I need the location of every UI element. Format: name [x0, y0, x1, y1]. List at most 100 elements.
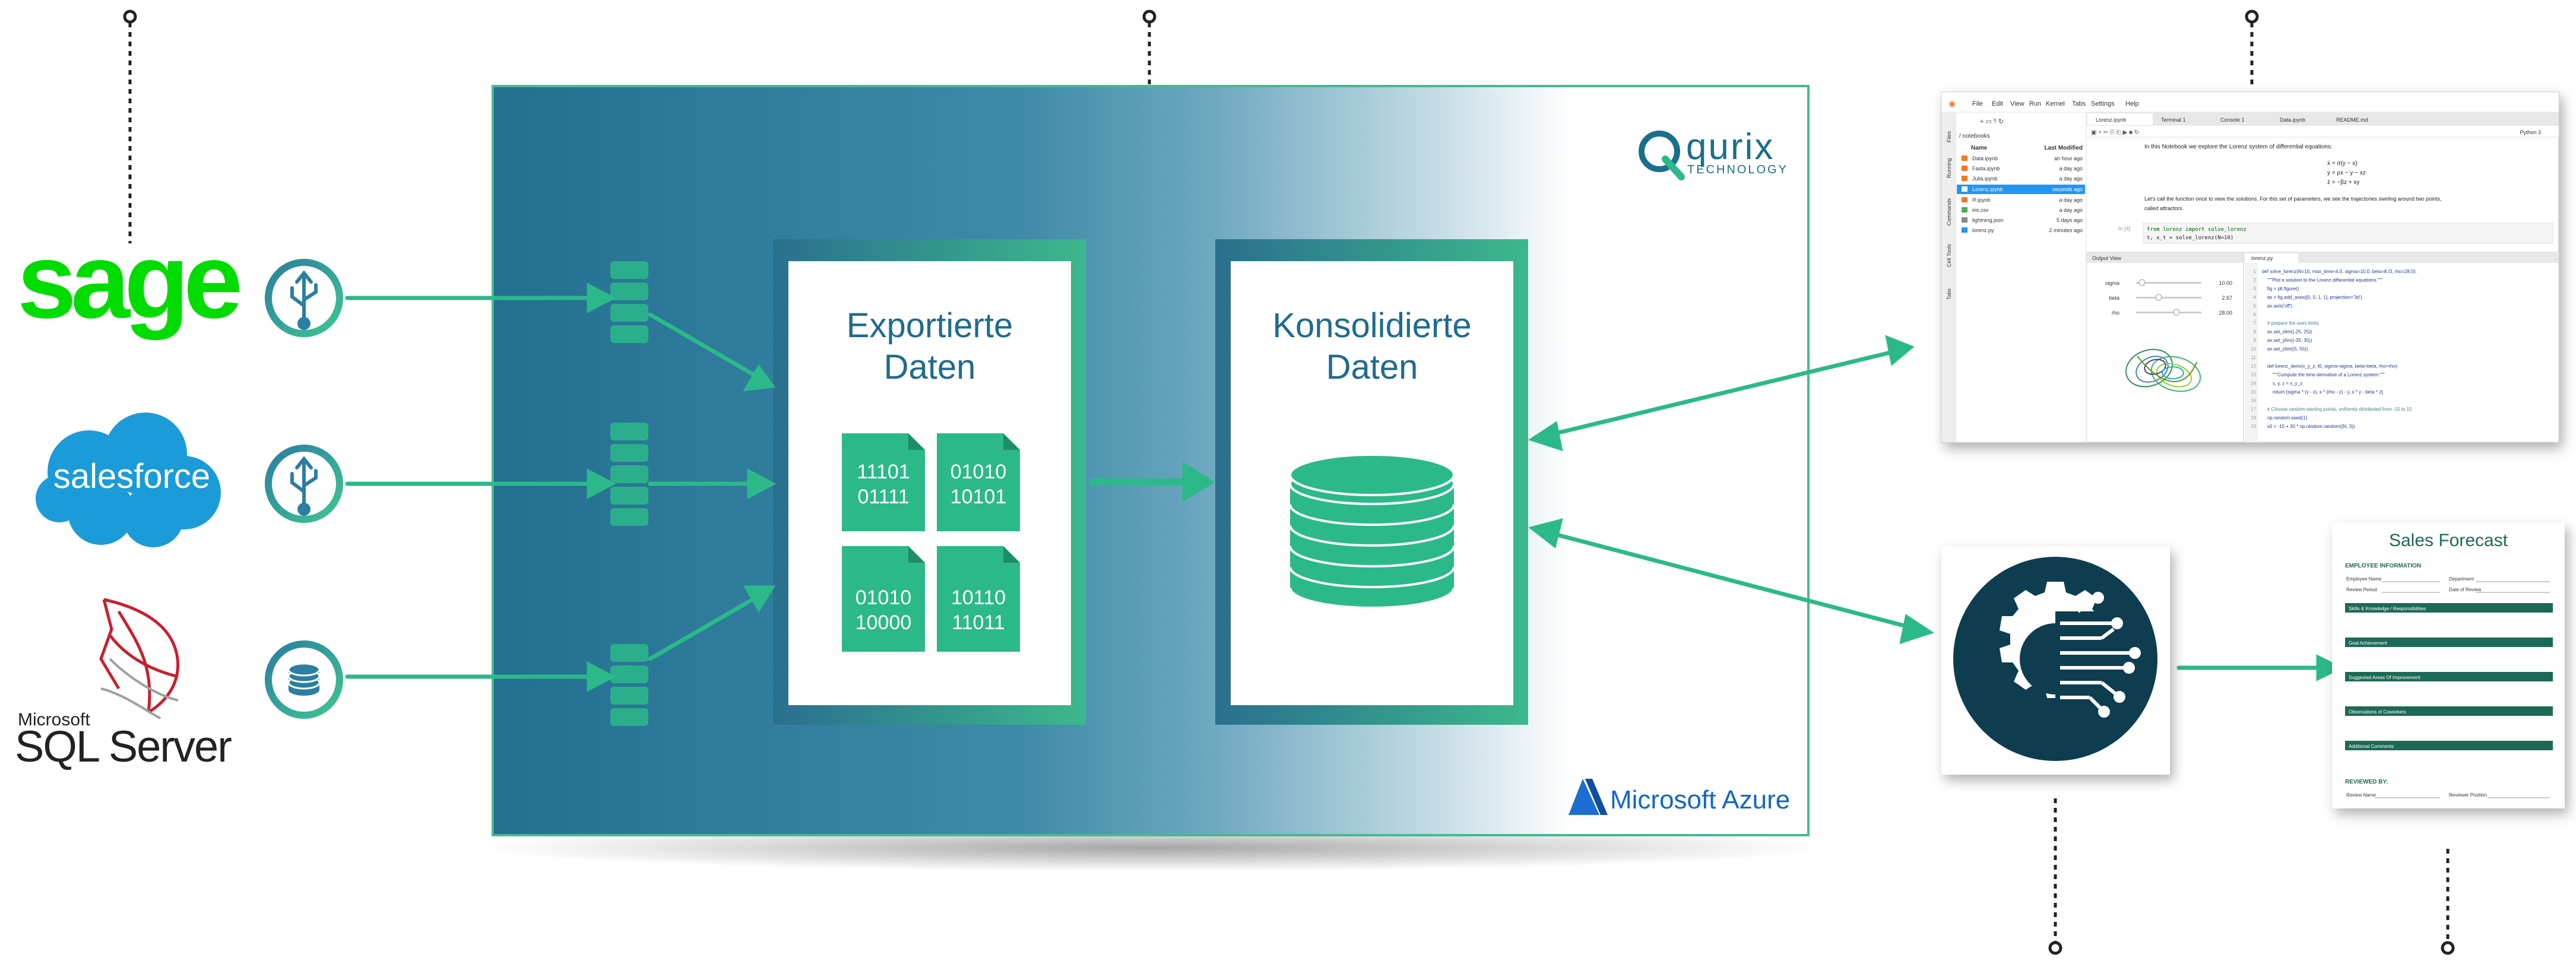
fb-file-4-time: seconds ago	[2052, 186, 2083, 192]
slider-sigma-value: 10.00	[2219, 280, 2232, 286]
code-line-number: 11	[2251, 355, 2257, 360]
code-line: return [sigma * (y - x), x * (rho - z) -…	[2262, 389, 2382, 395]
fb-file-1: Data.ipynb	[1972, 156, 1998, 161]
code-line: np.random.seed(1)	[2262, 416, 2308, 421]
forecast-reviewed: REVIEWED BY:	[2345, 779, 2388, 785]
pin-azure	[1142, 9, 1156, 24]
usb-icon	[290, 270, 318, 330]
code-line: ax.set_xlim((-25, 25))	[2262, 329, 2312, 335]
side-tab-files: Files	[1946, 131, 1952, 142]
binary-doc-2: 01010 10101	[937, 433, 1020, 531]
lorenz-attractor-plot	[2125, 348, 2201, 392]
forecast-rev-label-1: Review Name	[2346, 792, 2376, 798]
slider-beta-value: 2.67	[2222, 295, 2232, 301]
fb-toolbar-icons: + ▭ ⤒ ↻	[1980, 118, 2004, 125]
nb-eq2: ẏ = ρx − y − xz	[2327, 170, 2366, 176]
binary-doc-1-line1: 11101	[857, 461, 910, 483]
forecast-bar-4: Observations of Coworkers	[2349, 709, 2406, 715]
consolidated-title-line1: Konsolidierte	[1272, 306, 1471, 345]
nb-cell-prompt: In [4]:	[2118, 226, 2132, 231]
pin-jupyter	[2245, 9, 2259, 24]
pin-sources	[123, 9, 137, 24]
binary-doc-1: 11101 01111	[842, 433, 925, 531]
code-line-number: 4	[2254, 295, 2257, 300]
side-tab-cell-tools: Cell Tools	[1946, 244, 1952, 267]
annotation-pins	[123, 9, 2455, 955]
fb-file-1-time: an hour ago	[2054, 156, 2083, 161]
code-line-number: 6	[2254, 312, 2257, 318]
fb-file-7-time: 5 days ago	[2057, 217, 2083, 223]
nb-cell-code1: from lorenz import solve_lorenz	[2147, 227, 2247, 233]
binary-doc-4-line2: 11011	[952, 611, 1005, 634]
salesforce-cloud-icon	[36, 413, 221, 547]
sales-forecast-document: Sales Forecast EMPLOYEE INFORMATION Empl…	[2332, 522, 2565, 808]
database-small-icon	[287, 662, 321, 696]
slider-rho-label: rho	[2112, 310, 2119, 316]
stack-icon-3	[610, 644, 648, 726]
code-line-number: 8	[2254, 329, 2257, 335]
notebook-tabs: Lorenz.ipynb Terminal 1 Console 1 Data.i…	[2087, 113, 2368, 125]
sqlserver-name: SQL Server	[15, 722, 232, 771]
pin-gear	[2048, 941, 2062, 955]
code-line-number: 3	[2254, 286, 2257, 291]
jupyter-menu: File Edit View Run Kernel Tabs Settings …	[1972, 100, 2139, 107]
forecast-rev-label-2: Reviewer Position	[2449, 792, 2487, 798]
fb-col-modified: Last Modified	[2045, 145, 2083, 151]
code-line-number: 14	[2251, 381, 2256, 386]
database-icon	[1289, 453, 1455, 609]
qurix-wordmark: qurix	[1686, 126, 1775, 167]
code-line-number: 15	[2251, 389, 2256, 395]
forecast-label-4: Date of Review	[2449, 587, 2481, 592]
binary-doc-1-line2: 01111	[858, 486, 910, 508]
code-line: ax.axis('off')	[2262, 303, 2292, 309]
fb-file-6-time: a day ago	[2059, 207, 2083, 213]
slider-sigma-label: sigma	[2105, 280, 2119, 286]
slider-beta-label: beta	[2109, 295, 2119, 301]
code-line: def lorenz_deriv(x_y_z, t0, sigma=sigma,…	[2262, 364, 2398, 369]
code-line: ax.set_zlim((5, 55))	[2262, 347, 2308, 352]
nb-intro: In this Notebook we explore the Lorenz s…	[2144, 144, 2333, 150]
nb-tab-3: Console 1	[2220, 117, 2245, 123]
fb-file-8: lorenz.py	[1972, 227, 1994, 233]
nb-text1: Let's call the function once to view the…	[2144, 196, 2441, 202]
nb-tab-1: Lorenz.ipynb	[2096, 117, 2127, 123]
nb-eq3: ż = −βz + xy	[2327, 179, 2359, 186]
exported-title-line1: Exportierte	[847, 306, 1013, 345]
nb-cell-code2: t, x_t = solve_lorenz(N=10)	[2147, 235, 2233, 241]
code-line: def solve_lorenz(N=10, max_time=4.0, sig…	[2262, 269, 2416, 274]
qurix-tagline: TECHNOLOGY	[1687, 163, 1788, 176]
output-tab: Output View	[2092, 255, 2121, 261]
fb-file-6: iris.csv	[1972, 207, 1989, 213]
editor-tab: lorenz.py	[2251, 255, 2273, 261]
code-line-number: 10	[2251, 347, 2256, 352]
slider-rho-value: 28.00	[2219, 310, 2232, 316]
fb-file-5-time: a day ago	[2059, 197, 2083, 203]
code-line-number: 9	[2254, 338, 2257, 343]
nb-text2: called attractors.	[2144, 205, 2184, 211]
connectors	[345, 283, 2344, 692]
circuit-lines	[2060, 592, 2141, 718]
ai-gear-card	[1941, 546, 2170, 775]
fb-file-2: Fasta.ipynb	[1972, 166, 2000, 172]
side-tab-running: Running	[1946, 158, 1952, 178]
fb-file-selected	[1957, 185, 2085, 194]
jupyter-menu-edit: Edit	[1992, 100, 2003, 107]
exported-data-panel: Exportierte Daten	[773, 239, 1086, 725]
jupyter-menu-kernel: Kernel	[2046, 100, 2065, 107]
forecast-bar-2: Goal Achievement	[2349, 640, 2388, 646]
code-line-number: 12	[2251, 364, 2256, 369]
code-line: fig = plt.figure()	[2262, 286, 2299, 291]
code-line-number: 18	[2251, 416, 2256, 421]
binary-doc-3-line2: 10000	[856, 611, 912, 634]
azure-icon	[1569, 779, 1599, 815]
code-line-number: 7	[2254, 321, 2257, 326]
code-line: ax.set_ylim((-35, 35))	[2262, 338, 2312, 343]
nb-toolbar-icons: ▣ + ✂ ⎘ ⎗ ▶ ■ ↻	[2091, 129, 2139, 136]
nb-tab-5: README.md	[2336, 117, 2368, 123]
consolidated-title-line2: Daten	[1326, 348, 1418, 386]
azure-wordmark: Microsoft Azure	[1610, 785, 1790, 814]
fb-file-3: Julia.ipynb	[1972, 176, 1998, 182]
fb-path: / notebooks	[1959, 133, 1990, 139]
binary-doc-4-line1: 10110	[951, 586, 1006, 609]
